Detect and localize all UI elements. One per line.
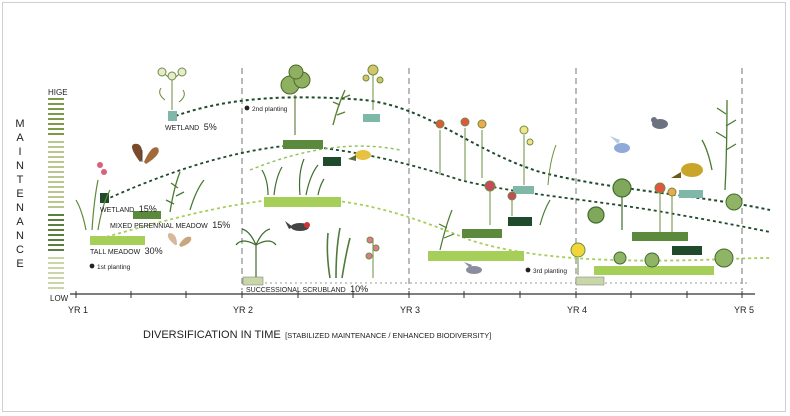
label-tall-meadow-name: TALL MEADOW [90,249,141,256]
plant-flower-icon-2 [362,64,384,110]
bar-wetland-top [168,111,177,121]
bird-icon-2 [348,150,371,161]
bar-scrubland-4 [575,276,605,286]
label-wetland-pct: 15% [139,204,157,214]
bar-scrubland-1 [242,276,264,286]
third-planting-label: 3rd planting [533,268,567,275]
y-axis-bottom-label: LOW [50,294,69,303]
bar-wetland-top-2 [363,114,380,122]
x-tick-yr5: YR 5 [734,305,754,315]
x-axis-minor-ticks [75,291,743,298]
bar-tall-meadow-4 [594,266,714,275]
plant-palm-icon [235,228,277,277]
bird-icon-3 [464,262,482,274]
trajectory-wetland-curve [169,96,771,211]
label-wetland-top-pct: 5% [204,122,217,132]
habitat-bars [90,111,714,286]
bar-tall-meadow-3 [428,251,524,261]
x-axis-title-main: DIVERSIFICATION IN TIME [143,329,281,341]
second-planting-label: 2nd planting [252,106,288,113]
y-axis-top-label: HIGE [48,88,68,97]
maintenance-scale [48,98,64,289]
plant-rose-icon [484,180,517,225]
label-mixed-meadow: MIXED PERENNIAL MEADOW 15% [110,215,230,232]
plant-yellow-flower-icon [570,242,586,275]
bar-mixed-meadow-2 [283,140,323,149]
plant-wildflower-icon [435,117,487,180]
label-tall-meadow-pct: 30% [145,246,163,256]
y-axis-title: MAINTENANCE [14,118,26,272]
x-axis-title: DIVERSIFICATION IN TIME [STABILIZED MAIN… [143,325,491,342]
bird-icon-5 [651,117,668,129]
plant-sansevieria-icon [326,227,351,279]
plant-illustrations [75,64,743,279]
x-tick-yr4: YR 4 [567,305,587,315]
label-wetland-top-name: WETLAND [165,125,199,132]
plant-grass-icon [75,162,111,231]
bar-mixed-meadow-4 [632,232,688,241]
trajectory-mixed-meadow-curve [104,144,771,233]
plant-red-flower-icon-4 [654,182,677,232]
bar-wetland-4 [672,246,702,255]
label-wetland-name: WETLAND [100,207,134,214]
first-planting-label: 1st planting [97,264,131,271]
bar-tall-meadow-1 [90,236,145,245]
bar-mixed-meadow-3 [462,229,502,238]
bar-wetland-1 [100,193,109,203]
label-mixed-meadow-name: MIXED PERENNIAL MEADOW [110,223,208,230]
bird-icon-4 [610,136,630,153]
plant-flower-icon-3 [365,236,380,278]
x-axis-title-sub: [STABILIZED MAINTENANCE / ENHANCED BIODI… [285,331,491,340]
label-scrubland: SUCCESSIONAL SCRUBLAND 10% [246,279,368,296]
third-planting-dot [525,267,531,273]
bird-icon-6 [671,163,703,178]
plant-umbel-icon [157,67,187,110]
trajectory-tall-meadow-curve [94,197,771,262]
label-scrubland-name: SUCCESSIONAL SCRUBLAND [246,287,346,294]
plant-lily-icon [519,125,557,186]
label-scrubland-pct: 10% [350,284,368,294]
bar-teal-3 [513,186,534,194]
trajectory-lime-curve [249,145,401,171]
plant-fern-icon-2 [332,89,351,126]
bar-wetland-3 [508,217,532,226]
bar-teal-4 [679,190,703,198]
label-mixed-meadow-pct: 15% [212,220,230,230]
label-wetland-top: WETLAND 5% [165,117,217,134]
plant-fern-icon-1 [165,171,205,213]
plant-fern-icon-3 [438,199,551,251]
plant-tree-icon-2 [280,64,311,135]
plant-tall-fern-icon-4 [701,99,737,191]
figure-frame [2,2,786,412]
plant-low-shrub-icon-4 [613,193,743,268]
butterfly-icon [132,143,159,164]
x-tick-yr1: YR 1 [68,305,88,315]
bar-wetland-2 [323,157,341,166]
moth-icon [167,233,192,247]
plant-grass-icon-2 [261,158,325,196]
label-wetland: WETLAND 15% [100,199,157,216]
x-tick-yr2: YR 2 [233,305,253,315]
bar-mixed-meadow-1 [133,211,161,219]
bar-tall-meadow-2 [264,197,341,207]
second-planting-dot [244,105,250,111]
x-tick-yr3: YR 3 [400,305,420,315]
plant-shrub-icon-4 [587,178,632,230]
first-planting-dot [89,263,95,269]
bird-icon-1 [285,221,310,231]
animal-illustrations [132,117,703,274]
label-tall-meadow: TALL MEADOW 30% [90,241,163,258]
